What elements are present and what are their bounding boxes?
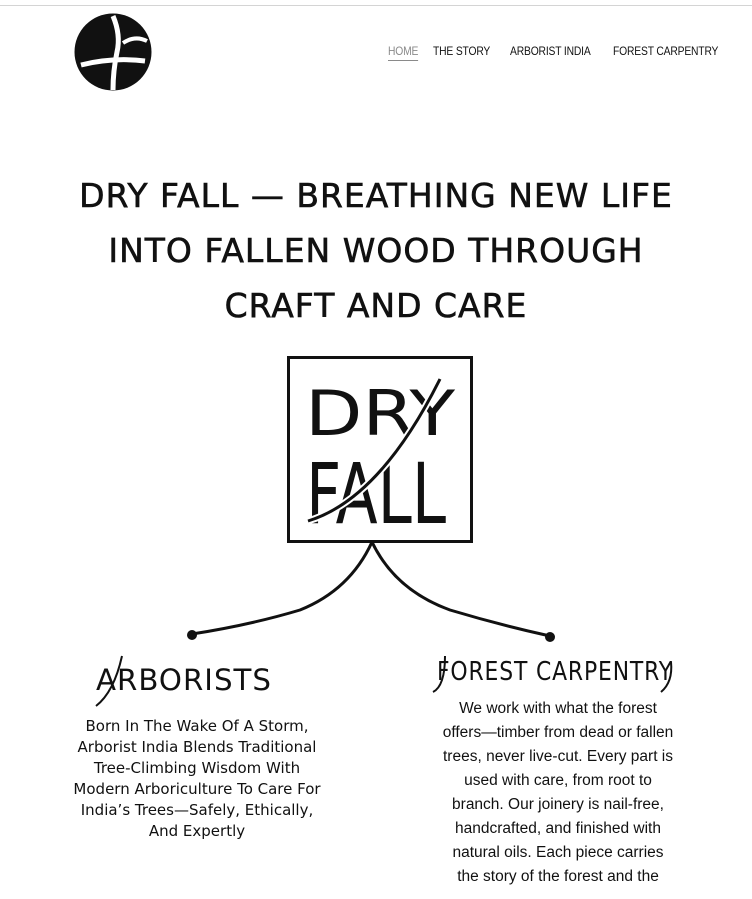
- dry-fall-brand-mark: DRY FALL: [287, 356, 473, 543]
- brand-logo-line1: DRY: [305, 377, 455, 450]
- nav-home[interactable]: HOME: [388, 44, 418, 61]
- brand-logo-line2: FALL: [306, 445, 446, 540]
- nav-forest-carpentry[interactable]: FOREST CARPENTRY: [613, 44, 719, 58]
- nav-the-story[interactable]: THE STORY: [433, 44, 491, 58]
- top-divider: [0, 5, 752, 6]
- arborists-heading: Arborists: [95, 655, 272, 707]
- arborists-title: Arborists: [96, 663, 272, 697]
- dry-fall-round-logo-icon[interactable]: [73, 13, 153, 91]
- forest-carpentry-description: We work with what the forest offers—timb…: [442, 700, 674, 885]
- forest-carpentry-heading: Forest Carpentry: [432, 655, 673, 693]
- dry-fall-wordmark-icon: DRY FALL: [305, 377, 455, 543]
- branch-dot-left: [187, 630, 197, 640]
- branch-dot-right: [545, 632, 555, 642]
- arborists-description: Born In The Wake Of A Storm, Arborist In…: [73, 717, 321, 840]
- hero-title: DRY FALL — BREATHING NEW LIFE INTO FALLE…: [79, 176, 673, 326]
- nav-arborist-india[interactable]: ARBORIST INDIA: [509, 44, 591, 58]
- main-nav: HOME THE STORY ARBORIST INDIA FOREST CAR…: [388, 44, 736, 61]
- forest-carpentry-title: Forest Carpentry: [437, 657, 673, 687]
